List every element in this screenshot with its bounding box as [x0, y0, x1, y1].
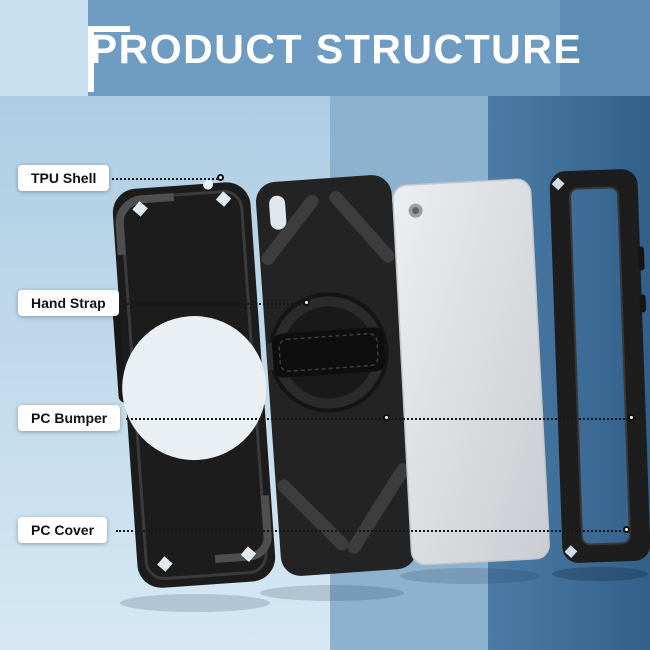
- callout-label-hand-strap: Hand Strap: [18, 290, 119, 316]
- shadow: [400, 568, 540, 584]
- pc-bumper-frame-illustration: [549, 169, 650, 563]
- callout-dot-tpu-shell: [217, 174, 224, 181]
- callout-dot-pc-cover: [623, 526, 630, 533]
- shadow: [552, 567, 648, 581]
- callout-dot-pc-bumper: [628, 414, 635, 421]
- shadow: [260, 585, 404, 601]
- callout-line-hand-strap: [124, 303, 308, 305]
- background-panel-top-left: [0, 0, 88, 96]
- callout-line-tpu-shell: [112, 178, 222, 180]
- callout-line-pc-bumper: [126, 418, 633, 420]
- hand-strap-case-illustration: [255, 175, 417, 576]
- shadow: [120, 594, 270, 612]
- back-cover-illustration: [392, 178, 550, 566]
- background-panel-top-right: [560, 0, 650, 96]
- callout-label-tpu-shell: TPU Shell: [18, 165, 110, 191]
- callout-line-pc-cover: [116, 530, 628, 532]
- decorative-corner-bracket: [88, 26, 130, 92]
- callout-label-pc-bumper: PC Bumper: [18, 405, 121, 431]
- callout-label-pc-cover: PC Cover: [18, 517, 108, 543]
- callout-dot-hand-strap: [303, 299, 310, 306]
- tpu-shell-illustration: [112, 179, 276, 588]
- page-title: PRODUCT STRUCTURE: [89, 26, 583, 72]
- callout-dot-pc-bumper-mid: [383, 414, 390, 421]
